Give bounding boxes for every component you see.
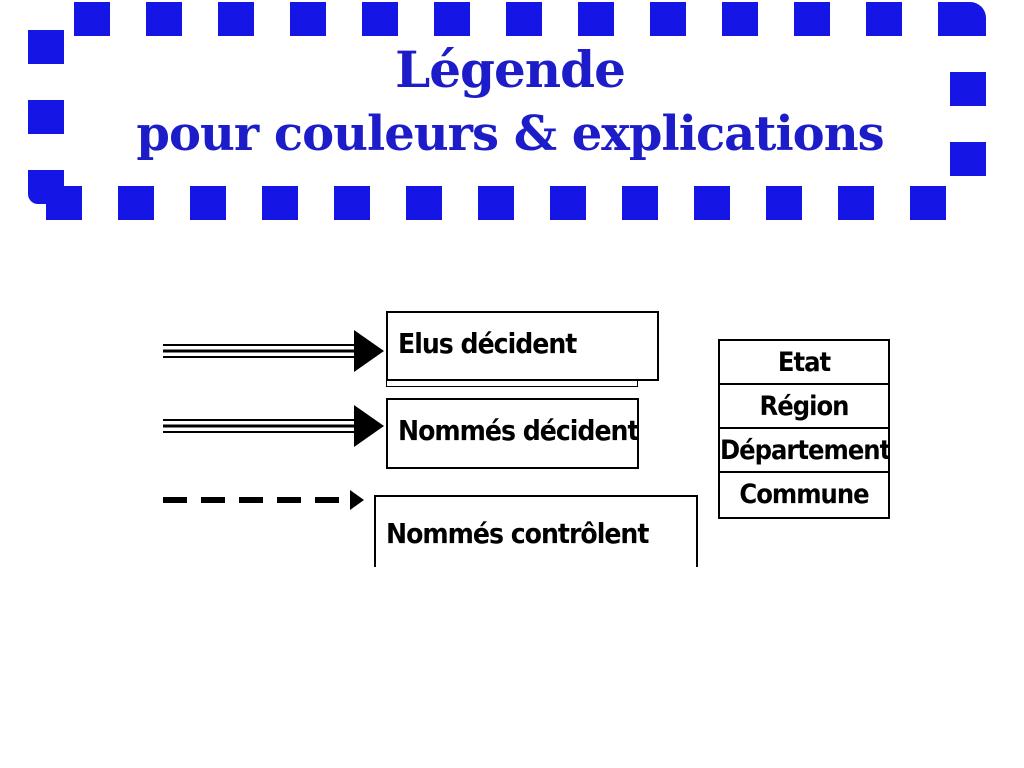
level-region: Région	[720, 385, 888, 429]
level-commune: Commune	[739, 479, 869, 510]
dashed-arrow-nommes-controlent	[163, 490, 364, 510]
solid-arrow-elus	[163, 330, 384, 372]
solid-arrow-nommes-decident	[163, 405, 384, 447]
level-departement: Département	[720, 429, 888, 473]
title-line-2: pour couleurs & explications	[136, 106, 884, 162]
legend-box-elus-decident: Elus décident	[386, 311, 659, 381]
legend-box-nommes-decident: Nommés décident	[386, 398, 640, 469]
level-etat: Etat	[720, 341, 888, 385]
decorative-dotted-frame	[0, 0, 1024, 230]
administrative-levels-table: Etat Région Département Commune	[718, 339, 890, 519]
legend-label-elus-decident: Elus décident	[398, 327, 577, 360]
title-line-1: Légende	[395, 40, 626, 99]
page-title: Légende pour couleurs & explications	[60, 38, 960, 166]
legend-box-nommes-controlent: Nommés contrôlent	[374, 495, 698, 567]
legend-label-nommes-decident: Nommés décident	[398, 414, 640, 447]
legend-label-nommes-controlent: Nommés contrôlent	[386, 517, 649, 550]
